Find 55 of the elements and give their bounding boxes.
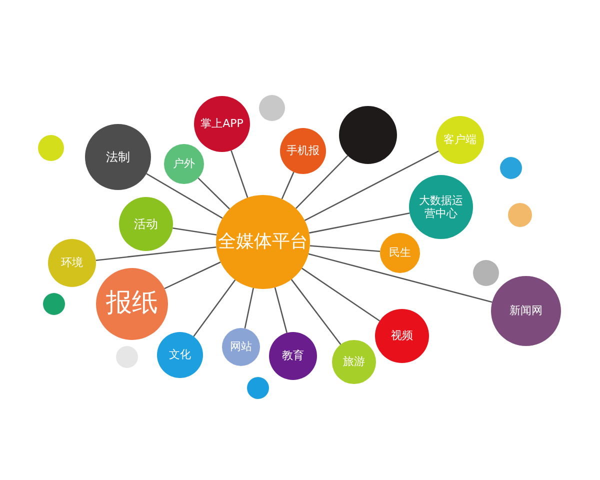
topic-circle xyxy=(259,95,285,121)
topic-circle xyxy=(375,309,429,363)
topic-circle xyxy=(119,197,173,251)
topic-label: 报纸 xyxy=(106,288,158,320)
topic-circle xyxy=(473,260,499,286)
topic-label: 法制 xyxy=(106,150,130,164)
topic-label: 户外 xyxy=(173,157,195,171)
topic-circle xyxy=(48,239,96,287)
connector-line xyxy=(198,178,230,210)
connector-line xyxy=(304,150,439,221)
topic-label: 客户端 xyxy=(444,133,476,147)
topic-label: 文化 xyxy=(169,348,191,362)
topic-circle xyxy=(164,144,204,184)
topic-label: 环境 xyxy=(61,256,83,270)
topic-circle xyxy=(96,268,168,340)
connector-line xyxy=(295,155,348,209)
connector-line xyxy=(274,287,288,333)
topic-label: 网站 xyxy=(230,340,252,354)
topic-label: 大数据运营中心 xyxy=(418,194,464,220)
topic-circle xyxy=(508,203,532,227)
topic-circle xyxy=(332,340,376,384)
connector-line xyxy=(193,280,236,337)
topic-label: 新闻网 xyxy=(510,304,542,318)
topic-circle xyxy=(500,157,522,179)
topic-circle xyxy=(116,346,138,368)
topic-circle xyxy=(38,135,64,161)
topic-circle xyxy=(216,195,310,289)
topic-label: 活动 xyxy=(134,216,158,232)
topic-circle xyxy=(280,128,326,174)
connector-line xyxy=(230,150,248,198)
topic-circle xyxy=(269,332,317,380)
topic-label: 旅游 xyxy=(343,355,365,369)
connector-line xyxy=(172,227,217,236)
topic-circle xyxy=(380,233,420,273)
topic-circle xyxy=(247,377,269,399)
topic-label: 视频 xyxy=(391,329,413,343)
connector-line xyxy=(302,268,380,322)
topic-circle xyxy=(43,293,65,315)
topic-label: 掌上APP xyxy=(200,117,244,131)
topic-circle xyxy=(157,332,203,378)
connector-line xyxy=(308,253,492,303)
connector-line xyxy=(244,288,254,329)
connector-line xyxy=(290,279,342,345)
topic-label: 教育 xyxy=(282,349,304,363)
topic-circle xyxy=(436,116,484,164)
topic-label: 手机报 xyxy=(286,144,320,158)
connector-line xyxy=(146,173,223,219)
topic-circle xyxy=(222,328,260,366)
connector-line xyxy=(281,172,294,200)
connector-line xyxy=(309,212,410,234)
connector-line xyxy=(310,245,380,252)
connector-line xyxy=(164,262,221,290)
topic-label: 全媒体平台 xyxy=(218,231,308,253)
topic-label: 民生 xyxy=(389,246,411,260)
connector-line xyxy=(96,246,216,262)
